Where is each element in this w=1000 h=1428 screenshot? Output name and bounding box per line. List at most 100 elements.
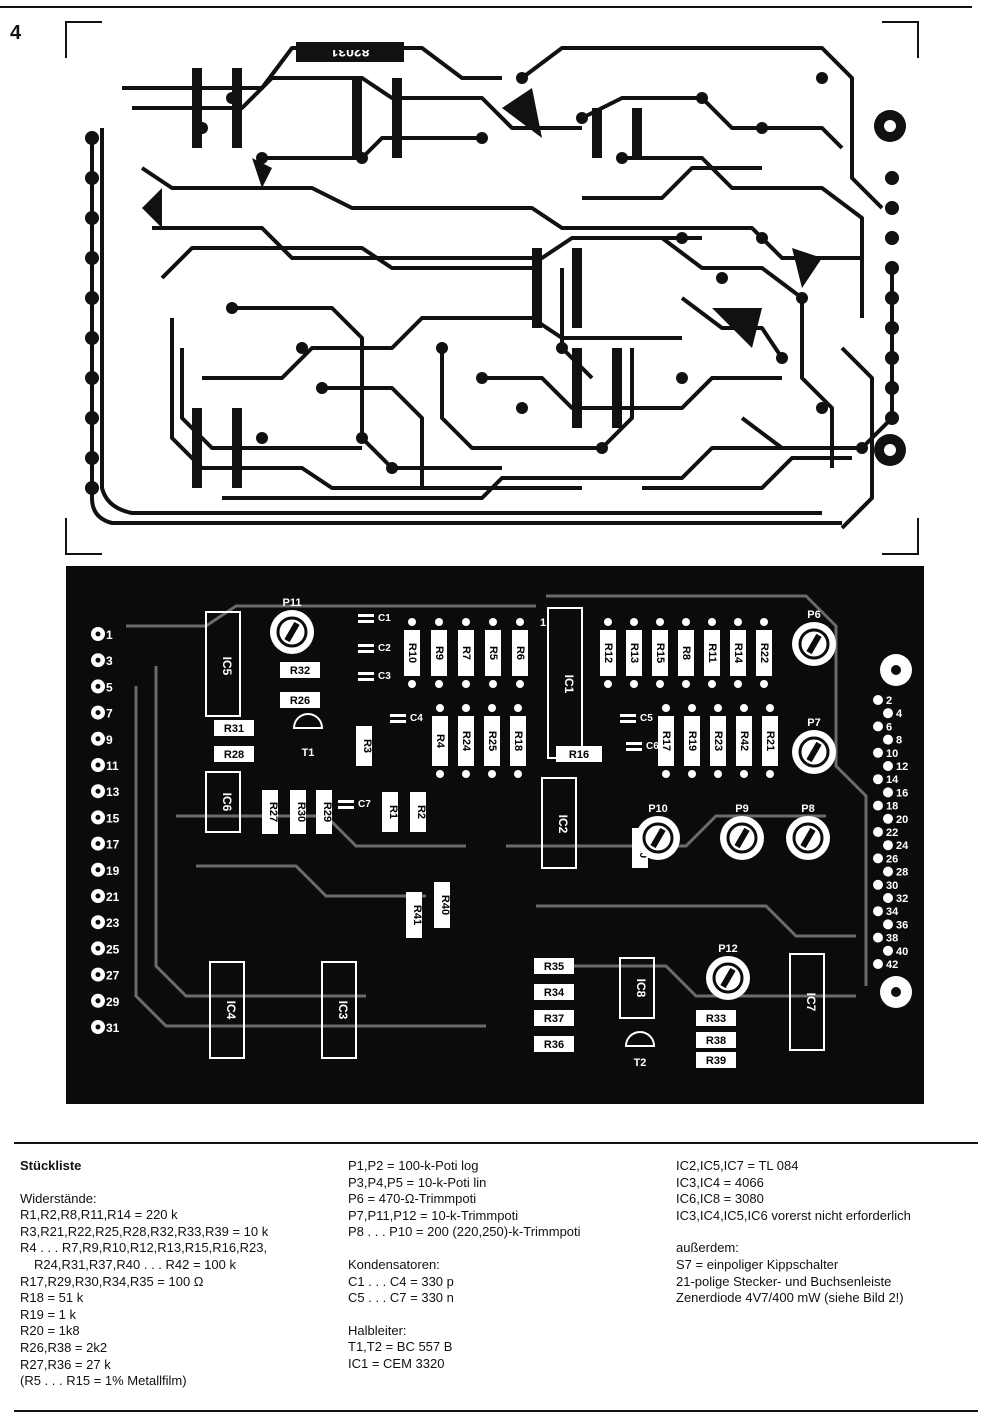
edge-pin (883, 708, 893, 719)
resistor-pad (630, 618, 638, 626)
resistor-body (458, 716, 474, 766)
silk-traces (126, 594, 868, 1028)
resistor-pad (740, 770, 748, 778)
resistor-pad (760, 680, 768, 688)
pot-ring (712, 962, 744, 994)
edge-pin-label: 10 (886, 748, 898, 760)
capacitor-plate (390, 714, 406, 717)
parts-line: R26,R38 = 2k2 (20, 1339, 108, 1355)
edge-pin-label: 18 (886, 801, 898, 813)
resistor-pad (734, 618, 742, 626)
edge-pin-label: 1 (106, 628, 113, 642)
resistor-pad (514, 704, 522, 712)
parts-line: (R5 . . . R15 = 1% Metallfilm) (20, 1373, 187, 1389)
resistor-pad (688, 770, 696, 778)
edge-pin-label: 16 (896, 787, 908, 799)
resistor-pad (408, 618, 416, 626)
edge-pin-label: 9 (106, 733, 113, 747)
resistor-pad (462, 770, 470, 778)
resistor-body (458, 630, 474, 676)
resistor-label: R5 (487, 646, 499, 660)
resistor-label: R7 (460, 646, 472, 660)
resistor-pad (516, 680, 524, 688)
parts-list-title: Stückliste (20, 1158, 82, 1173)
parts-line: S7 = einpoliger Kippschalter (676, 1256, 839, 1272)
edge-pin (873, 932, 883, 943)
parts-list-rule (14, 1142, 978, 1144)
pot-label: P11 (283, 597, 302, 609)
edge-pin (883, 761, 893, 771)
pot-ring (798, 736, 830, 768)
edge-pin-label: 8 (896, 735, 902, 747)
pot-label: P10 (648, 803, 668, 815)
resistor-label: R11 (706, 643, 718, 663)
capacitor-plate (338, 800, 354, 803)
resistor-pad (604, 618, 612, 626)
resistor-label: R9 (433, 646, 445, 660)
resistor-label: R12 (602, 643, 614, 663)
pot-wiper (720, 967, 736, 989)
edge-pin (873, 774, 883, 785)
edge-pin-label: 3 (106, 654, 113, 668)
label-r1: R1 (387, 805, 399, 819)
edge-pin (873, 879, 883, 890)
parts-line: Widerstände: (20, 1190, 97, 1206)
edge-pin-label: 34 (886, 906, 899, 918)
edge-pin-label: 36 (896, 919, 908, 931)
capacitor-plate (358, 620, 374, 623)
edge-pin (873, 747, 883, 758)
pot-wiper (284, 621, 300, 643)
edge-pin-label: 40 (896, 946, 908, 958)
edge-pin-label: 7 (106, 707, 113, 721)
resistor-body (730, 630, 746, 676)
resistor-body (678, 630, 694, 676)
edge-pin-hole (95, 893, 101, 899)
resistor-label: R8 (680, 646, 692, 660)
edge-pin-label: 6 (886, 721, 892, 733)
capacitor-plate (626, 748, 642, 751)
edge-pin (883, 787, 893, 798)
parts-line: R19 = 1 k (20, 1306, 77, 1322)
resistor-pad (760, 618, 768, 626)
resistor-pad (766, 770, 774, 778)
figure-number: 4 (10, 22, 22, 44)
capacitor-plate (338, 806, 354, 809)
edge-pin-label: 23 (106, 916, 120, 930)
parts-line: außerdem: (676, 1240, 739, 1256)
edge-pin-hole (95, 631, 101, 637)
label-r34: R34 (544, 987, 565, 999)
resistor-body (432, 716, 448, 766)
capacitor-plate (358, 672, 374, 675)
label-ic3: IC3 (336, 1001, 350, 1020)
pot-label: P12 (718, 943, 738, 955)
parts-line: T1,T2 = BC 557 B (348, 1339, 453, 1355)
resistor-pad (489, 618, 497, 626)
edge-pin (883, 734, 893, 745)
resistor-pad (714, 770, 722, 778)
capacitor-plate (390, 720, 406, 723)
capacitor-plate (358, 644, 374, 647)
resistor-body (600, 630, 616, 676)
resistor-body (710, 716, 726, 766)
parts-list-column-2: P1,P2 = 100-k-Poti log P3,P4,P5 = 10-k-P… (348, 1158, 668, 1373)
resistor-label: R22 (758, 643, 770, 663)
capacitor-plate (626, 742, 642, 745)
resistor-pad (488, 704, 496, 712)
edge-pin-hole (95, 919, 101, 925)
resistor-pad (630, 680, 638, 688)
edge-pin-label: 26 (886, 853, 898, 865)
parts-line: P6 = 470-Ω-Trimmpoti (348, 1191, 477, 1207)
edge-pin-label: 15 (106, 811, 120, 825)
label-r16: R16 (569, 749, 589, 761)
edge-pin-hole (95, 972, 101, 978)
resistor-label: R21 (764, 731, 776, 751)
edge-pin-label: 11 (106, 759, 119, 773)
top-rule (0, 6, 972, 8)
copper-pads (85, 72, 899, 495)
label-r41: R41 (411, 905, 423, 925)
edge-pin-label: 5 (106, 680, 113, 694)
edge-pin (883, 945, 893, 956)
